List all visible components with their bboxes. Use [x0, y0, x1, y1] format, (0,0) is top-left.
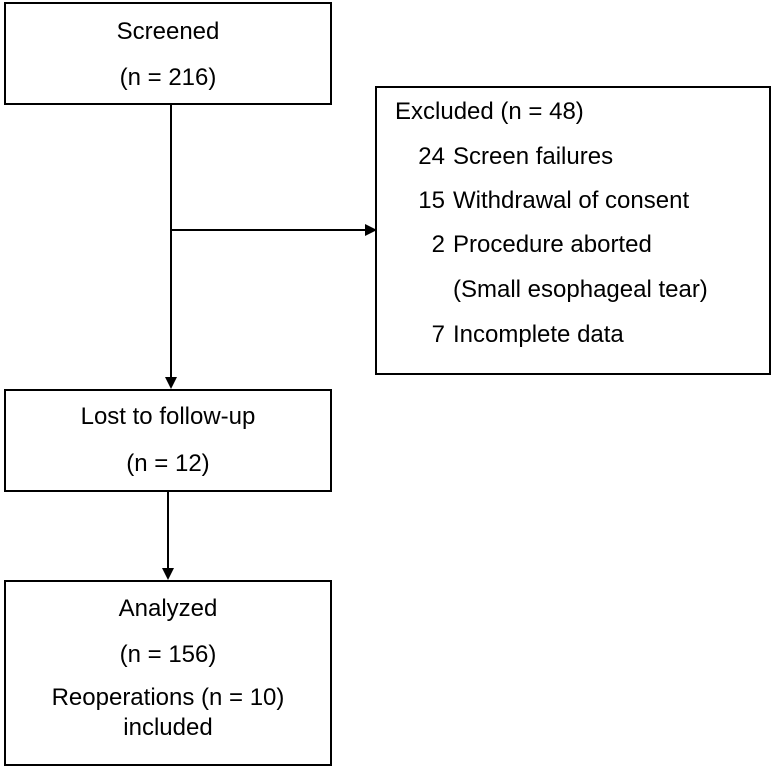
excluded-item-label: Incomplete data [453, 321, 624, 348]
analyzed-note-line2: included [123, 714, 213, 741]
excluded-item: 7 Incomplete data [409, 321, 624, 349]
excluded-title: Excluded (n = 48) [395, 98, 584, 125]
lost-title: Lost to follow-up [80, 403, 256, 430]
excluded-item: (Small esophageal tear) [409, 276, 708, 304]
excluded-item: 15 Withdrawal of consent [409, 187, 689, 215]
screened-title: Screened [116, 18, 220, 45]
screened-count: (n = 216) [119, 64, 217, 91]
excluded-item: 2 Procedure aborted [409, 231, 652, 259]
excluded-item-label: (Small esophageal tear) [453, 276, 708, 303]
excluded-item-number: 15 [418, 187, 445, 214]
excluded-item-number: 24 [418, 143, 445, 170]
excluded-item-number: 2 [431, 231, 445, 258]
excluded-item-number: 7 [431, 321, 445, 348]
excluded-box: Excluded (n = 48) 24 Screen failures 15 Wi… [375, 86, 771, 375]
analyzed-title: Analyzed [118, 595, 218, 622]
screened-box: Screened (n = 216) [4, 2, 332, 105]
lost-count: (n = 12) [126, 450, 210, 477]
excluded-item-label: Procedure aborted [453, 231, 652, 258]
excluded-item-label: Screen failures [453, 143, 614, 170]
analyzed-note-line1: Reoperations (n = 10) [51, 684, 285, 711]
excluded-item: 24 Screen failures [409, 143, 613, 171]
lost-box: Lost to follow-up (n = 12) [4, 389, 332, 492]
analyzed-count: (n = 156) [119, 641, 217, 668]
analyzed-box: Analyzed (n = 156) Reoperations (n = 10)… [4, 580, 332, 766]
excluded-item-label: Withdrawal of consent [453, 187, 690, 214]
